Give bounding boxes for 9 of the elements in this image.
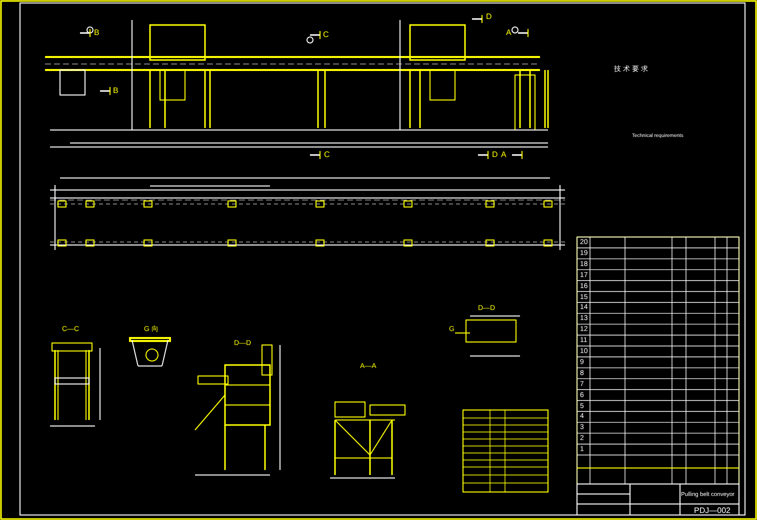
section-letter: C: [324, 151, 330, 159]
section-letter: B: [94, 29, 100, 37]
section-letter: D: [492, 151, 498, 159]
section-letter: B: [113, 87, 118, 95]
section-letter: A: [501, 151, 506, 159]
section-letter: C: [323, 31, 329, 39]
drawing-number: PDJ—002: [694, 507, 730, 515]
section-letter: A: [506, 29, 512, 37]
section-letter: D: [486, 13, 492, 21]
